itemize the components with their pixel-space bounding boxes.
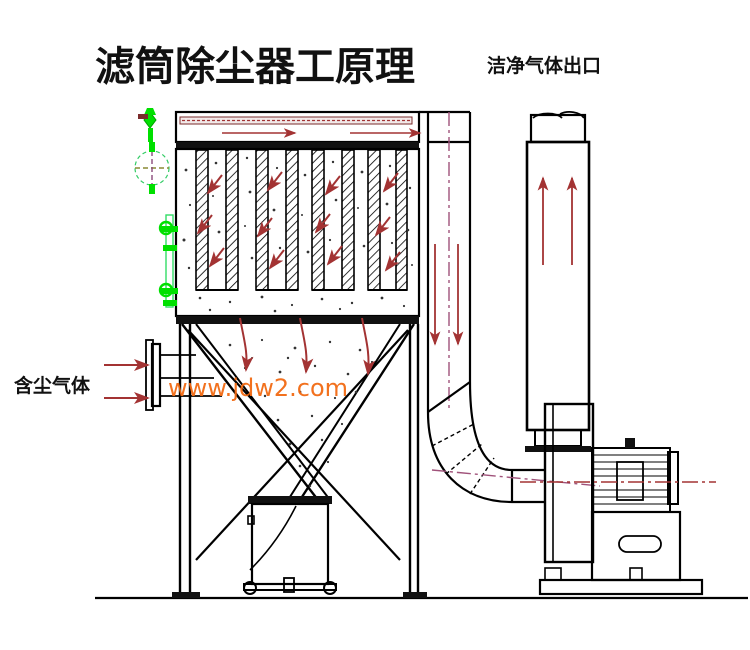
- skid-foot: [544, 567, 562, 581]
- filter-cartridge: [311, 149, 355, 291]
- trolley-wheel: [243, 581, 257, 595]
- hopper-flow-arrows: [239, 317, 376, 376]
- dust-bin-lid: [248, 496, 332, 504]
- page-title: 滤筒除尘器工原理: [95, 44, 415, 90]
- cartridge-flow-arrows: [196, 171, 401, 272]
- filter-cartridge: [255, 149, 299, 291]
- skid-foot: [629, 567, 643, 581]
- motor-junction-cap: [625, 438, 635, 448]
- riser-down-arrows: [429, 244, 464, 346]
- tube-sheet: [176, 142, 419, 149]
- column-foot-right: [403, 592, 427, 598]
- column-foot-left: [172, 592, 200, 598]
- inlet-flow-arrows: [104, 359, 150, 404]
- dust-bin-handle: [247, 515, 255, 525]
- stack-hood: [532, 112, 563, 119]
- stack-flange: [525, 446, 591, 452]
- pulse-header-pipe: [165, 214, 174, 308]
- pressure-gauge: [134, 142, 170, 194]
- label-clean-gas-outlet: 洁净气体出口: [487, 54, 601, 77]
- label-dusty-gas-inlet: 含尘气体: [14, 374, 91, 397]
- outlet-stack: [525, 111, 591, 452]
- trolley-handle: [283, 577, 295, 593]
- motor-terminal-box: [616, 461, 644, 501]
- elbow-duct: [426, 381, 545, 504]
- hopper-brace: [187, 329, 401, 561]
- inlet-flange: [145, 339, 222, 411]
- hopper: [172, 323, 427, 598]
- base-access-hole: [618, 535, 662, 553]
- elbow-centerline: [431, 469, 601, 487]
- pulse-jet-valve-assembly: [134, 108, 178, 308]
- riser-duct: [419, 110, 472, 412]
- stack-up-arrows: [537, 176, 578, 265]
- motor-cooling-fins: [592, 454, 670, 505]
- dust-bin-seam: [249, 505, 297, 571]
- trolley-wheel: [323, 581, 337, 595]
- stack-hood: [559, 111, 585, 119]
- pulse-valve-top: [138, 108, 157, 142]
- dust-bin: [243, 496, 337, 595]
- pulse-air-manifold: [179, 116, 413, 125]
- fan-assembly: [538, 402, 704, 596]
- dust-particles-chamber: [182, 156, 413, 313]
- pulse-valve-low: [158, 282, 178, 306]
- watermark: www.jdw2.com: [168, 374, 348, 402]
- motor-endbell: [667, 451, 679, 505]
- filter-cartridge: [367, 149, 408, 291]
- filter-housing: [174, 110, 422, 324]
- fan-skid: [538, 578, 704, 596]
- pulse-valve-mid: [158, 220, 178, 251]
- chamber-floor-beam: [176, 316, 419, 324]
